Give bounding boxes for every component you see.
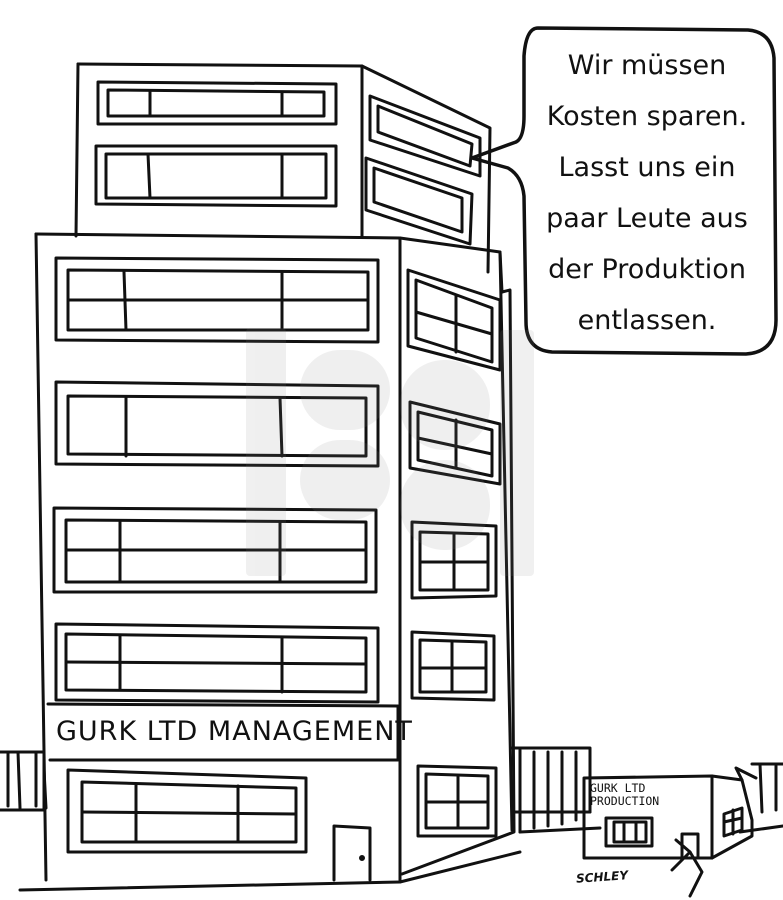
speech-line: Kosten sparen.: [546, 101, 748, 132]
management-tower-upper: [74, 62, 492, 274]
fence-left: [0, 750, 48, 812]
management-sign: GURK LTD MANAGEMENT: [56, 716, 413, 747]
speech-line: Wir müssen: [567, 50, 727, 81]
production-building: [582, 766, 758, 860]
management-tower-main: [34, 232, 516, 882]
production-sign: GURK LTD PRODUCTION: [590, 782, 720, 808]
speech-line: der Produktion: [548, 254, 746, 285]
speech-line: paar Leute aus: [546, 203, 748, 234]
speech-line: Lasst uns ein: [558, 152, 736, 183]
ground-lines: [18, 824, 783, 898]
production-sign-line: GURK LTD: [590, 781, 646, 795]
speech-bubble: [470, 26, 778, 356]
fence-right: [510, 746, 783, 834]
speech-line: entlassen.: [577, 305, 717, 336]
production-sign-line: PRODUCTION: [590, 794, 660, 808]
speech-bubble-text: Wir müssen Kosten sparen. Lasst uns ein …: [522, 40, 772, 346]
